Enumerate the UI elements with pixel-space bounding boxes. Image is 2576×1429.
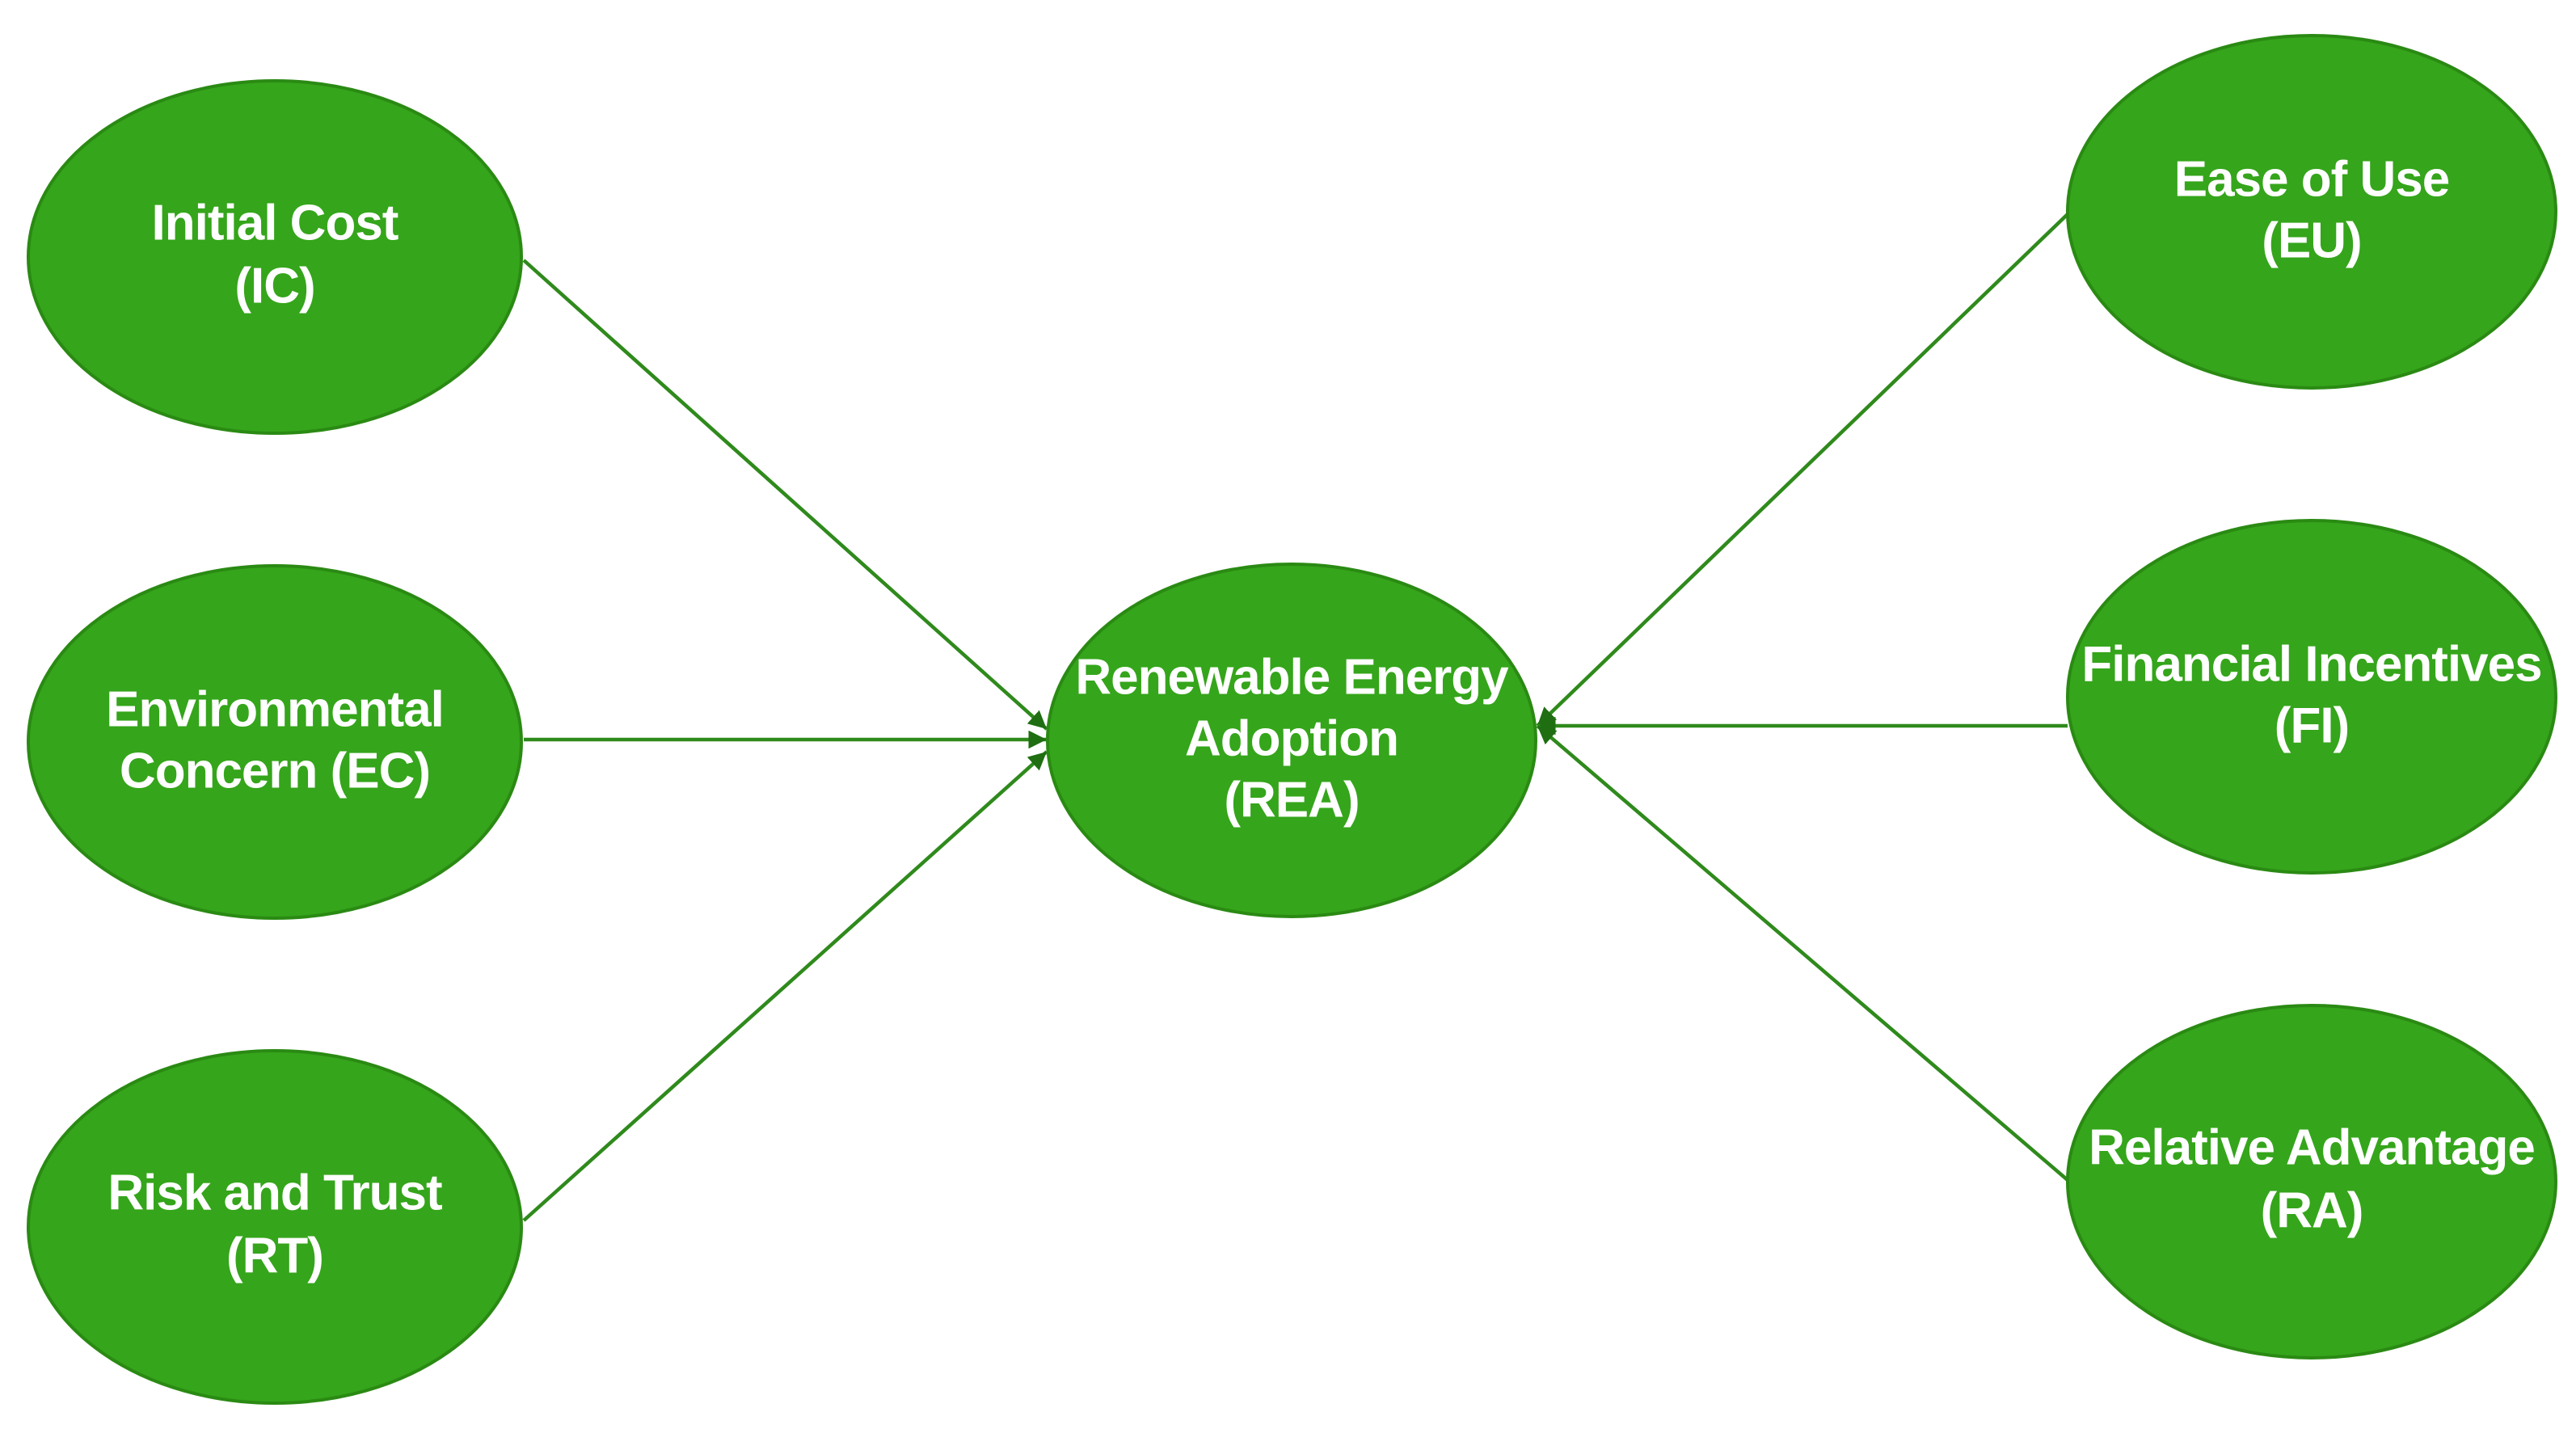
- node-environmental-concern: Environmental Concern (EC): [27, 564, 523, 920]
- node-ellipse: [27, 564, 523, 920]
- node-ellipse: [27, 79, 523, 435]
- edge-ra-to-rea: [1536, 724, 2069, 1182]
- node-ellipse: [2066, 34, 2557, 390]
- node-label-line: (EU): [2262, 213, 2361, 268]
- node-ellipse: [2066, 1004, 2557, 1359]
- node-label-line: Renewable Energy: [1075, 649, 1509, 705]
- node-label-line: Risk and Trust: [108, 1165, 442, 1220]
- node-label-line: (FI): [2275, 698, 2349, 753]
- node-label-line: Concern (EC): [120, 743, 430, 799]
- node-label-line: (IC): [234, 258, 314, 314]
- edge-rt-to-rea: [522, 750, 1048, 1222]
- node-financial-incentives: Financial Incentives (FI): [2066, 519, 2557, 875]
- node-relative-advantage: Relative Advantage (RA): [2066, 1004, 2557, 1359]
- node-renewable-energy-adoption: Renewable Energy Adoption (REA): [1046, 563, 1537, 918]
- node-initial-cost: Initial Cost (IC): [27, 79, 523, 435]
- node-label-line: (REA): [1224, 772, 1359, 828]
- edge-ic-to-rea: [522, 259, 1048, 731]
- node-label-line: Relative Advantage: [2089, 1119, 2535, 1175]
- edge-eu-to-rea: [1536, 213, 2069, 727]
- node-ease-of-use: Ease of Use (EU): [2066, 34, 2557, 390]
- node-risk-and-trust: Risk and Trust (RT): [27, 1049, 523, 1405]
- node-label-line: Initial Cost: [152, 195, 398, 251]
- node-ellipse: [27, 1049, 523, 1405]
- node-label-line: Financial Incentives: [2081, 636, 2541, 692]
- node-label-line: Ease of Use: [2174, 151, 2450, 207]
- edges: [522, 213, 2069, 1222]
- node-label-line: (RT): [226, 1228, 323, 1284]
- node-label-line: (RA): [2261, 1182, 2363, 1238]
- node-label-line: Adoption: [1185, 710, 1398, 766]
- node-ellipse: [1046, 563, 1537, 918]
- node-label-line: Environmental: [106, 681, 444, 737]
- node-ellipse: [2066, 519, 2557, 875]
